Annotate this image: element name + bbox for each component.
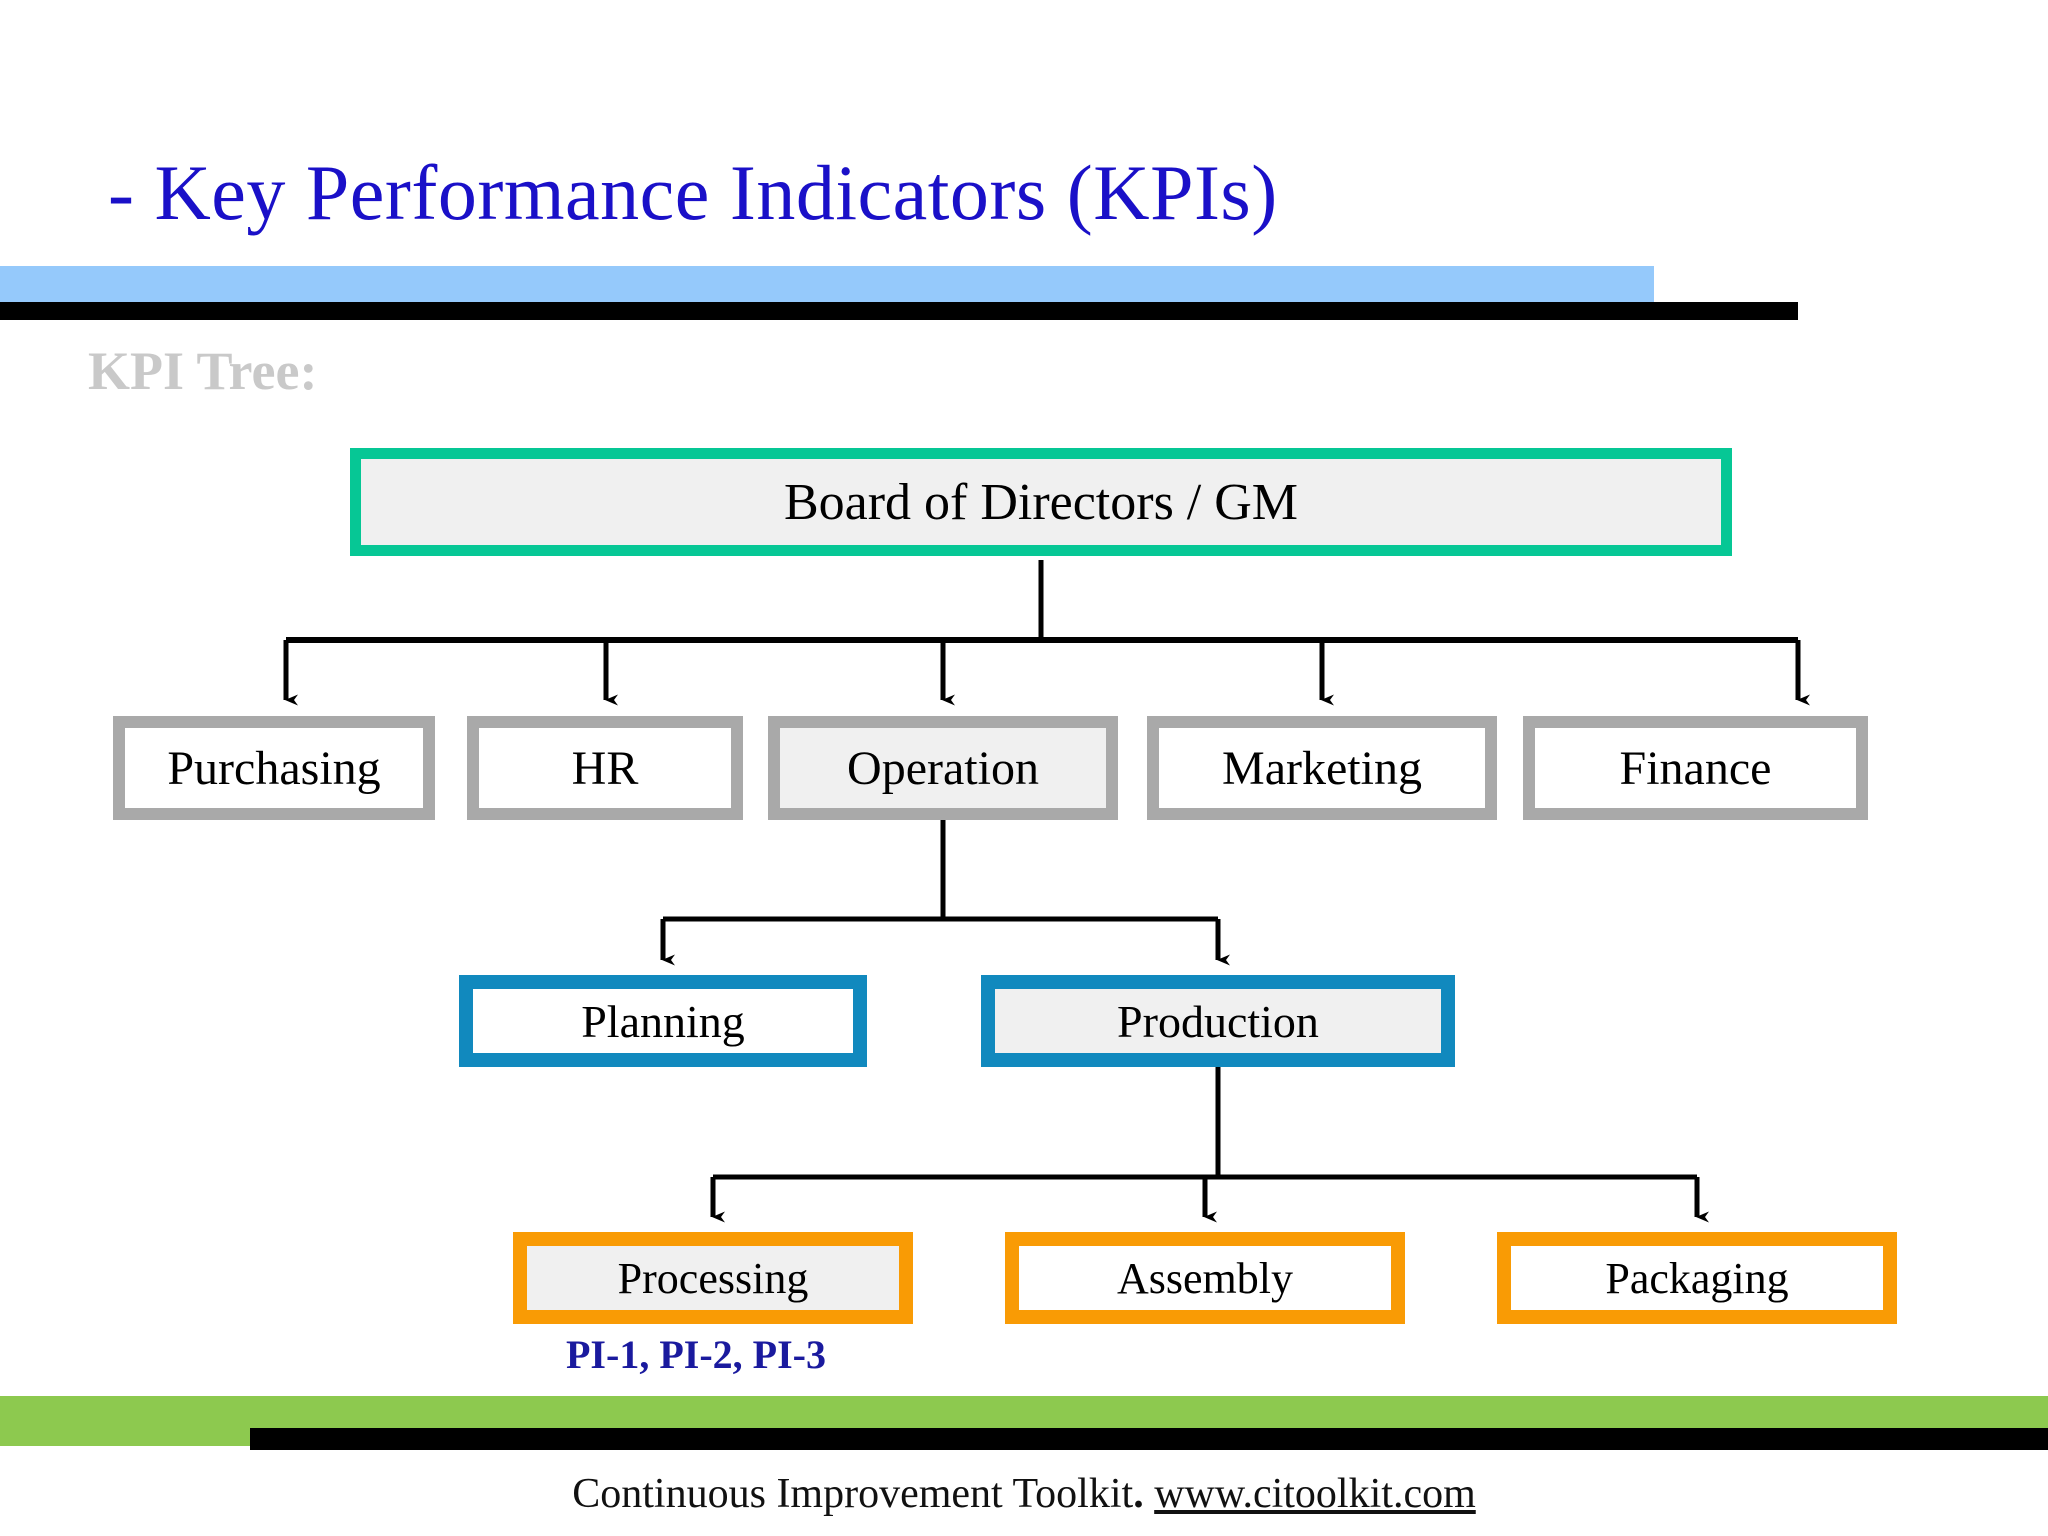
- node-marketing[interactable]: Marketing: [1147, 716, 1497, 820]
- node-packaging[interactable]: Packaging: [1497, 1232, 1897, 1324]
- node-planning[interactable]: Planning: [459, 975, 867, 1067]
- footer: Continuous Improvement Toolkit. www.cito…: [0, 1470, 2048, 1518]
- footer-url-link[interactable]: www.citoolkit.com: [1154, 1471, 1476, 1517]
- footer-accent-bar-black: [250, 1428, 2048, 1450]
- node-production[interactable]: Production: [981, 975, 1455, 1067]
- node-purchasing[interactable]: Purchasing: [113, 716, 435, 820]
- footer-separator: .: [1133, 1471, 1144, 1517]
- node-board-of-directors[interactable]: Board of Directors / GM: [350, 448, 1732, 556]
- node-assembly[interactable]: Assembly: [1005, 1232, 1405, 1324]
- footer-brand: Continuous Improvement Toolkit: [572, 1471, 1134, 1517]
- node-processing[interactable]: Processing: [513, 1232, 913, 1324]
- section-label: KPI Tree:: [88, 341, 318, 401]
- processing-pi-annotation: PI-1, PI-2, PI-3: [566, 1332, 826, 1377]
- node-hr[interactable]: HR: [467, 716, 743, 820]
- node-operation[interactable]: Operation: [768, 716, 1118, 820]
- node-finance[interactable]: Finance: [1523, 716, 1868, 820]
- header-accent-bar-black: [0, 302, 1798, 320]
- page-title: - Key Performance Indicators (KPIs): [108, 149, 1278, 236]
- header-accent-bar-blue: [0, 266, 1654, 302]
